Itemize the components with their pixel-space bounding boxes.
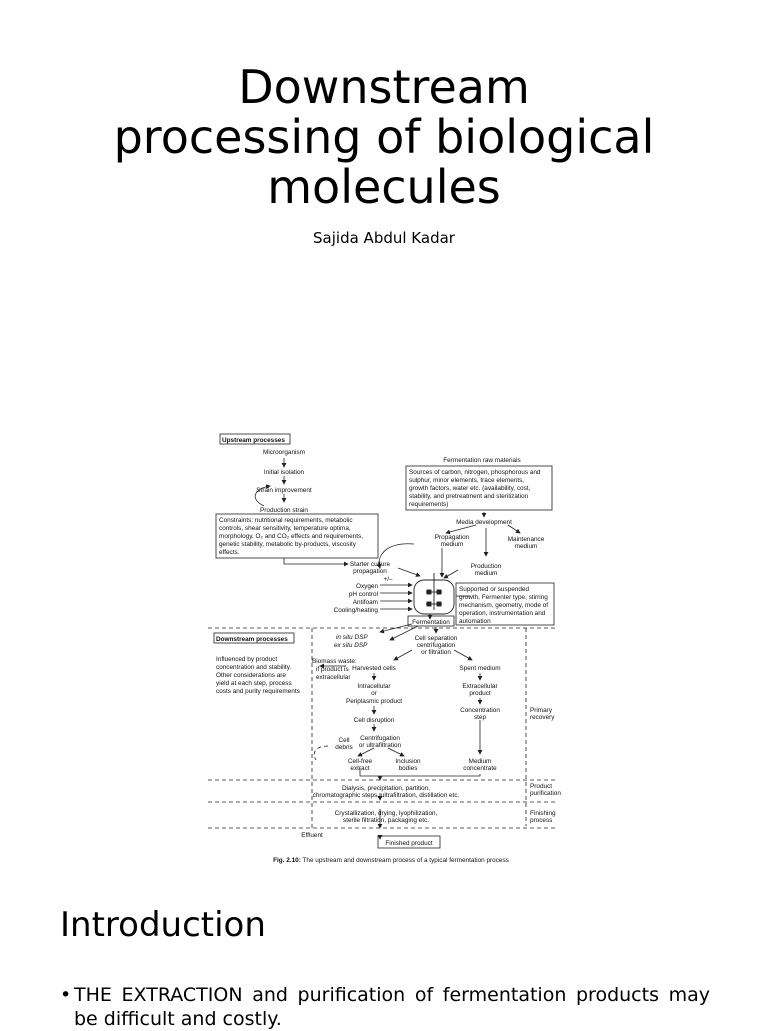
influenced-line: costs and purity requirements <box>216 688 300 695</box>
cell-debris-label: Cell <box>338 737 349 744</box>
constraints-line: morphology, O₂ and CO₂ effects and requi… <box>219 533 363 540</box>
finishing-process-label: Finishing <box>530 810 556 817</box>
harvested-cells-label: Harvested cells <box>352 665 396 672</box>
caption-label: Fig. 2.10: <box>273 857 301 864</box>
influenced-line: Influenced by product <box>216 656 277 663</box>
raw-materials-line: growth factors, water etc. (availability… <box>409 485 531 492</box>
primary-recovery-label: Primary <box>530 707 553 714</box>
microorganism-label: Microorganism <box>263 449 305 456</box>
centrifugation-label: or ultrafiltration <box>359 742 402 749</box>
starter-culture-label: propagation <box>353 568 387 575</box>
biomass-waste-label: if product is <box>316 666 349 673</box>
raw-materials-line: Sources of carbon, nitrogen, phosphorous… <box>409 469 541 476</box>
purification-steps-label: Dialysis, precipitation, partition, <box>342 785 430 792</box>
section-heading: Introduction <box>60 905 266 945</box>
bullet-icon: • <box>60 984 72 1006</box>
raw-materials-title: Fermentation raw materials <box>443 457 520 464</box>
process-flow-figure: Upstream processes Microorganism Initial… <box>208 428 574 868</box>
cell-debris-label: debris <box>335 744 352 751</box>
raw-materials-line: sulphur, minor elements, trace elements, <box>409 477 524 484</box>
downstream-header: Downstream processes <box>216 636 288 643</box>
cell-separation-label: or filtration <box>421 649 451 656</box>
finishing-steps-label: sterile filtration, packaging etc. <box>343 817 429 824</box>
upstream-header: Upstream processes <box>222 437 285 444</box>
cell-free-extract-label: extract <box>350 765 369 772</box>
product-purification-label: Product <box>530 783 552 790</box>
finishing-process-label: process <box>530 817 552 824</box>
centrifugation-label: Centrifugation <box>360 735 400 742</box>
constraints-line: Constraints: nutritional requirements, m… <box>219 517 353 524</box>
growth-line: Supported or suspended <box>459 586 529 593</box>
fermentation-label: Fermentation <box>412 619 450 626</box>
product-purification-label: purification <box>530 790 561 797</box>
starter-culture-label: Starter culture <box>350 561 391 568</box>
propagation-medium-label: medium <box>441 541 464 548</box>
title-line-1: Downstream <box>238 60 530 114</box>
concentration-step-label: step <box>474 714 487 721</box>
influenced-line: concentration and stability. <box>216 664 291 671</box>
effluent-label: Effluent <box>301 832 323 839</box>
inclusion-bodies-label: bodies <box>399 765 418 772</box>
ex-situ-label: ex situ DSP <box>334 642 368 649</box>
biomass-waste-label: Biomass waste: <box>312 658 357 665</box>
production-medium-label: Production <box>471 563 502 570</box>
plus-minus-label: +/– <box>383 576 393 583</box>
raw-materials-line: requirements) <box>409 501 448 508</box>
finishing-steps-label: Crystallization, drying, lyophilization, <box>335 810 438 817</box>
growth-line: mechanism, geometry, mode of <box>459 602 548 609</box>
production-strain-label: Production strain <box>260 507 308 514</box>
extracellular-label: Extracellular <box>462 683 498 690</box>
intracellular-label: Intracellular <box>357 683 391 690</box>
finished-product-label: Finished product <box>385 840 432 847</box>
title-line-2: processing of biological <box>113 110 655 164</box>
maintenance-medium-label: Maintenance <box>508 536 545 543</box>
inclusion-bodies-label: Inclusion <box>395 758 421 765</box>
cooling-heating-label: Cooling/heating <box>334 607 379 614</box>
cell-disruption-label: Cell disruption <box>354 717 395 724</box>
in-situ-label: in situ DSP <box>336 634 368 641</box>
cell-separation-label: Cell separation <box>415 635 458 642</box>
growth-line: operation, instrumentation and <box>459 610 546 617</box>
concentration-step-label: Concentration <box>460 707 500 714</box>
spent-medium-label: Spent medium <box>459 665 500 672</box>
primary-recovery-label: recovery <box>530 714 555 721</box>
cell-free-extract-label: Cell-free <box>348 758 373 765</box>
cell-separation-label: centrifugation <box>417 642 456 649</box>
influenced-line: Other considerations are <box>216 672 286 679</box>
growth-line: growth, Fermenter type, stirring <box>459 594 548 601</box>
production-medium-label: medium <box>475 570 498 577</box>
title-line-3: molecules <box>267 160 501 214</box>
flow-diagram: Upstream processes Microorganism Initial… <box>208 433 561 864</box>
ph-control-label: pH control <box>349 591 378 598</box>
influenced-line: yield at each step, process <box>216 680 292 687</box>
media-development-label: Media development <box>456 519 512 526</box>
intracellular-label: or <box>371 690 378 697</box>
strain-improvement-label: Strain improvement <box>256 487 312 494</box>
intracellular-label: Periplasmic product <box>346 698 402 705</box>
initial-isolation-label: Initial isolation <box>264 469 305 476</box>
purification-steps-label: chromatographic steps, ultrafiltration, … <box>313 792 460 799</box>
propagation-medium-label: Propagation <box>435 534 470 541</box>
extracellular-label: product <box>469 690 491 697</box>
figure-caption: Fig. 2.10: The upstream and downstream p… <box>273 857 509 864</box>
raw-materials-line: stability, and pretreatment and steriliz… <box>409 493 529 500</box>
growth-line: automation <box>459 618 491 625</box>
maintenance-medium-label: medium <box>515 543 538 550</box>
oxygen-label: Oxygen <box>356 583 378 590</box>
author-name: Sajida Abdul Kadar <box>313 229 455 247</box>
biomass-waste-label: extracellular <box>316 674 351 681</box>
caption-text: The upstream and downstream process of a… <box>301 857 509 864</box>
constraints-line: effects. <box>219 549 240 556</box>
medium-concentrate-label: concentrate <box>463 765 497 772</box>
constraints-line: genetic stability, metabolic by-products… <box>219 541 357 548</box>
slide-title: Downstream processing of biological mole… <box>40 62 728 212</box>
constraints-line: controls, shear sensitivity, temperature… <box>219 525 351 532</box>
medium-concentrate-label: Medium <box>469 758 492 765</box>
antifoam-label: Antifoam <box>353 599 378 606</box>
